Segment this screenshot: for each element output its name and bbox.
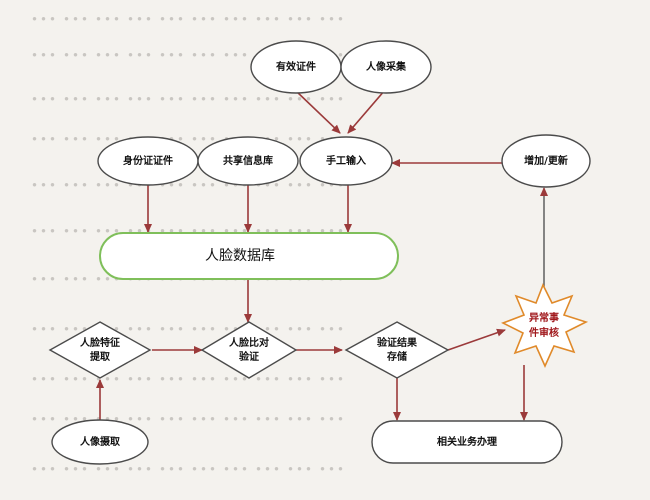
node-result-store-label-1: 验证结果 (377, 336, 418, 349)
node-shared-db: 共享信息库 (197, 136, 299, 186)
node-id-card: 身份证证件 (97, 136, 199, 186)
node-portrait-acquire-label: 人像摄取 (80, 435, 121, 448)
node-portrait-capture: 人像采集 (340, 40, 432, 94)
node-portrait-acquire: 人像摄取 (51, 419, 149, 465)
node-manual-input-label: 手工输入 (326, 154, 366, 167)
node-anomaly-review: 异常事 件审核 (501, 283, 589, 368)
node-feature-extract-label-2: 提取 (90, 350, 111, 363)
node-id-card-label: 身份证证件 (123, 154, 173, 167)
node-add-update: 增加/更新 (501, 134, 591, 188)
node-face-compare: 人脸比对 验证 (200, 321, 298, 379)
svg-text:…………………………: ………………………… (30, 116, 350, 147)
svg-text:…………………………: ………………………… (30, 306, 350, 337)
edge-valid-id-to-manual (294, 89, 341, 134)
background-text: ………………………… ………………………… ………………………… …………………… (30, 0, 350, 477)
node-feature-extract: 人脸特征 提取 (48, 321, 152, 379)
node-shared-db-label: 共享信息库 (223, 154, 273, 167)
node-related-business-label: 相关业务办理 (437, 435, 497, 448)
edges (96, 89, 548, 421)
node-face-db: 人脸数据库 (99, 232, 399, 280)
node-feature-extract-label-1: 人脸特征 (80, 336, 120, 349)
node-related-business: 相关业务办理 (371, 420, 563, 464)
node-result-store-label-2: 存储 (387, 350, 407, 363)
node-face-compare-label-2: 验证 (239, 350, 259, 363)
node-portrait-capture-label: 人像采集 (366, 60, 407, 73)
node-face-compare-label-1: 人脸比对 (229, 336, 269, 349)
node-valid-id: 有效证件 (250, 40, 342, 94)
node-valid-id-label: 有效证件 (276, 60, 316, 73)
node-anomaly-review-label-1: 异常事 (529, 311, 559, 324)
edge-portrait-to-manual (347, 89, 386, 134)
node-add-update-label: 增加/更新 (524, 154, 568, 167)
node-face-db-label: 人脸数据库 (205, 248, 275, 264)
edge-store-to-anomaly (447, 328, 506, 351)
node-manual-input: 手工输入 (299, 136, 393, 186)
svg-text:…………………………: ………………………… (30, 0, 350, 27)
node-anomaly-review-label-2: 件审核 (529, 326, 559, 339)
node-result-store: 验证结果 存储 (344, 321, 450, 379)
